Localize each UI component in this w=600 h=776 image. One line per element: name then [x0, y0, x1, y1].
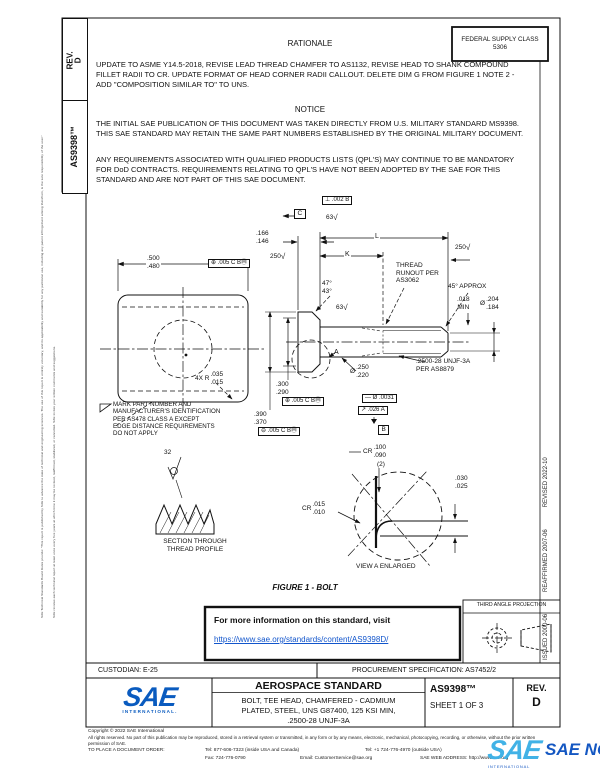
section-caption: SECTION THROUGH THREAD PROFILE: [163, 538, 227, 553]
rev-band: REV. D: [62, 18, 88, 102]
left-margin-review-note: SAE reviews each technical report at lea…: [52, 345, 56, 618]
datum-c-flag: C: [294, 209, 306, 219]
fcf-symmetry: ⊖ .005 C BⓂ: [258, 427, 301, 437]
cr-fillet-callout: CR.015.010: [302, 501, 326, 516]
document-category: AEROSPACE STANDARD: [255, 680, 382, 692]
notice-paragraph-2: ANY REQUIREMENTS ASSOCIATED WITH QUALIFI…: [96, 155, 515, 184]
marking-note: MARK PART NUMBER AND MANUFACTURER'S IDEN…: [113, 401, 221, 438]
revision-history-strip: ISSUED 2000-06 REAFFIRMED 2007-06 REVISE…: [543, 457, 549, 660]
left-margin-disclaimer: SAE Technical Standards Board Rules prov…: [40, 135, 44, 618]
thread-runout-note: THREAD RUNOUT PER AS3062: [396, 262, 439, 285]
rights-statement: All rights reserved. No part of this pub…: [88, 735, 536, 746]
doc-number-band-value: AS9398™: [69, 126, 80, 168]
dim-head-depth: .390.370: [254, 411, 267, 426]
third-angle-projection-symbol: [462, 599, 561, 664]
fsc-label: FEDERAL SUPPLY CLASS: [461, 35, 539, 43]
finish-check-icon: √: [333, 213, 338, 222]
watermark-subtext: INTERNATIONAL: [488, 764, 531, 769]
issued-date: ISSUED 2000-06: [543, 613, 549, 660]
watermark-sae-logo: SAE: [485, 735, 543, 765]
dim-length-L: L: [374, 233, 380, 242]
title-line-1: BOLT, TEE HEAD, CHAMFERED - CADMIUM: [241, 696, 396, 705]
custodian-cell: CUSTODIAN: E-25: [98, 666, 158, 674]
rev-band-value: D: [74, 57, 83, 63]
side-view-bolt: [265, 213, 500, 424]
rationale-title: RATIONALE: [287, 39, 333, 48]
dim-relief-depth: .030.025: [455, 475, 468, 490]
sae-logo-subtext: INTERNATIONAL.: [122, 709, 178, 715]
revised-date: REVISED 2022-10: [543, 457, 549, 508]
thread-spec-callout: .2500-28 UNJF-3A PER AS8879: [416, 358, 471, 373]
fax-line: Fax: 724-776-0790: [205, 756, 246, 761]
dim-head-width: .500.480: [147, 255, 160, 270]
finish-check-icon: √: [280, 252, 286, 261]
cr-head-qty: (2): [377, 461, 385, 468]
sae-logo-text: SAE: [121, 682, 179, 712]
fsc-value: 5306: [492, 44, 507, 51]
view-a-enlarged: [337, 451, 468, 567]
surface-finish-63-shank: 63√: [336, 303, 348, 312]
finish-check-icon: √: [465, 243, 471, 252]
notice-paragraph-1: THE INITIAL SAE PUBLICATION OF THIS DOCU…: [96, 119, 524, 138]
corner-radii-callout: 4X R.035.015: [195, 371, 224, 386]
tel-inside: Tel: 877-606-7323 (inside USA and Canada…: [205, 748, 300, 753]
fcf-runout: ↗ .026 A: [358, 406, 388, 416]
page-frame: [61, 17, 561, 728]
figure-caption: FIGURE 1 - BOLT: [272, 583, 338, 592]
order-label: TO PLACE A DOCUMENT ORDER:: [88, 748, 165, 753]
fcf-perpendicularity: ⊥ .002 B: [322, 196, 353, 206]
document-title: BOLT, TEE HEAD, CHAMFERED - CADMIUM PLAT…: [214, 696, 423, 726]
thread-profile-section: [155, 456, 215, 535]
info-box-text: For more information on this standard, v…: [214, 615, 391, 625]
dim-point-diameter: Ø.204.184: [480, 296, 499, 311]
sae-norm-watermark: SAE SAE NORM INTERNATIONAL: [485, 735, 600, 769]
notice-title: NOTICE: [294, 105, 326, 114]
info-box-border: [203, 605, 462, 662]
fcf-position-slot: ⊕ .005 C BⓂ: [282, 397, 325, 407]
flag-note-icon: [99, 403, 113, 413]
surface-finish-63-top: 63√: [326, 213, 338, 222]
revision-label: REV.: [526, 683, 547, 693]
fcf-position-head: ⊕ .005 C BⓂ: [208, 259, 251, 269]
watermark-norm-text: SAE NORM: [544, 740, 600, 759]
title-line-3: .2500-28 UNJF-3A: [287, 716, 350, 726]
standard-url-link[interactable]: https://www.sae.org/standards/content/AS…: [214, 635, 389, 644]
federal-supply-class-box: FEDERAL SUPPLY CLASS 5306: [453, 28, 547, 60]
fcf-straightness: — Ø .0031: [362, 394, 398, 404]
tel-outside: Tel: +1 724-776-4970 (outside USA): [365, 748, 442, 753]
email-line: Email: CustomerService@sae.org: [300, 756, 373, 761]
dim-shank-diameter: Ø.250.220: [350, 364, 369, 379]
surface-finish-250-left: 250√: [270, 252, 286, 261]
third-angle-projection-label: THIRD ANGLE PROJECTION: [476, 602, 547, 608]
cr-head-callout: CR.100.090: [363, 444, 387, 459]
title-line-2: PLATED, STEEL, UNS G87400, 125 KSI MIN,: [241, 706, 396, 716]
sheet-number: SHEET 1 OF 3: [430, 701, 484, 710]
info-box: For more information on this standard, v…: [214, 615, 452, 647]
revision-value: D: [532, 695, 541, 709]
view-a-caption: VIEW A ENLARGED: [356, 563, 416, 570]
doc-number-band: AS9398™: [62, 100, 88, 194]
chamfer-45-approx: 45° APPROX: [448, 283, 487, 290]
surface-finish-32: 32: [164, 449, 172, 456]
dim-head-height: .166.146: [256, 230, 269, 245]
dim-slot-width: .300.290: [276, 381, 289, 396]
sae-logo: SAE INTERNATIONAL.: [100, 682, 200, 715]
datum-b-flag: B: [378, 425, 390, 435]
finish-check-icon: √: [343, 303, 348, 312]
surface-finish-250-end: 250√: [455, 243, 471, 252]
head-chamfer-angle: 47°43°: [322, 280, 332, 295]
procurement-spec-cell: PROCUREMENT SPECIFICATION: AS7452/2: [352, 666, 497, 674]
dim-grip-K: K: [344, 251, 351, 260]
reaffirmed-date: REAFFIRMED 2007-06: [543, 529, 549, 592]
document-number: AS9398™: [430, 684, 477, 695]
view-arrow-a-label: A: [334, 349, 339, 356]
rationale-body: UPDATE TO ASME Y14.5-2018, REVISE LEAD T…: [96, 60, 515, 89]
web-address-line: SAE WEB ADDRESS: http://www.sae.org: [420, 756, 509, 761]
copyright-line: Copyright © 2022 SAE International: [88, 729, 165, 734]
